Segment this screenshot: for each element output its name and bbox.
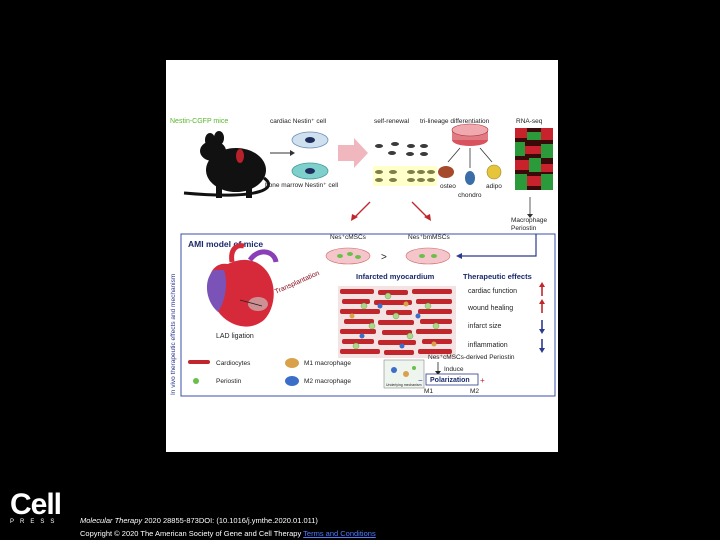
- culture-dish-icon: [451, 123, 489, 146]
- effect-arrows: [539, 282, 545, 353]
- terms-link[interactable]: Terms and Conditions: [303, 529, 376, 538]
- therapeutic-title: Therapeutic effects: [463, 272, 532, 281]
- ncmsc-dish: [325, 247, 371, 265]
- ami-title: AMI model of mice: [188, 239, 263, 249]
- periostin-label: Periostin: [511, 225, 537, 232]
- derived-periostin-label: Nes⁺cMSCs-derived Periostin: [428, 354, 515, 361]
- effect-infarct-size: infarct size: [468, 323, 502, 330]
- osteo-label: osteo: [440, 183, 456, 190]
- bm-cell-label: bone marrow Nestin⁺ cell: [265, 182, 339, 189]
- macrophage-label: Macrophage: [511, 217, 548, 224]
- plus-sign: +: [480, 376, 485, 385]
- m1-label: M1: [424, 388, 433, 395]
- legend: Cardiocytes M1 macrophage Periostin M2 m…: [188, 358, 351, 386]
- in-vivo-side-label: In vivo therapeutic effects and mechanis…: [170, 274, 177, 395]
- legend-m2: M2 macrophage: [304, 378, 351, 385]
- effects-list: cardiac function wound healing infarct s…: [467, 288, 517, 349]
- adipo-cell-icon: [486, 164, 502, 180]
- polarization-label: Polarization: [430, 377, 470, 384]
- transplantation-label: Transplantation: [274, 270, 321, 296]
- culture-arrow: [338, 138, 368, 168]
- nbmmsc-dish: [405, 247, 451, 265]
- cardiac-cell-label: cardiac Nestin⁺ cell: [270, 118, 327, 125]
- effect-inflammation: inflammation: [468, 342, 508, 349]
- chondro-label: chondro: [458, 192, 482, 199]
- copyright-text: Copyright © 2020 The American Society of…: [80, 529, 304, 538]
- polarization-box: [425, 373, 479, 386]
- legend-m1: M1 macrophage: [304, 360, 351, 367]
- self-renewal-label: self-renewal: [374, 118, 410, 125]
- ncmsc-label: Nes⁺cMSCs: [330, 234, 367, 241]
- chondro-cell-icon: [465, 171, 475, 185]
- legend-cardiocytes: Cardiocytes: [216, 360, 251, 367]
- m2-label: M2: [470, 388, 479, 395]
- trilineage-label: tri-lineage differentiation: [420, 118, 490, 125]
- osteo-cell-icon: [438, 166, 454, 178]
- journal-name: Molecular Therapy: [80, 516, 143, 525]
- heart-illustration: [206, 243, 279, 327]
- adipo-label: adipo: [486, 183, 502, 190]
- citation-line: Molecular Therapy 2020 28855-873DOI: (10…: [80, 514, 376, 527]
- copyright-line: Copyright © 2020 The American Society of…: [80, 527, 376, 540]
- rnaseq-label: RNA-seq: [516, 118, 543, 125]
- mechanism-inset: Underlying mechanism: [383, 359, 425, 389]
- source-mice-label: Nestin-CGFP mice: [170, 118, 228, 125]
- compare-sign: >: [381, 252, 387, 263]
- cell-press-logo: Cell: [10, 488, 62, 521]
- nbmmsc-label: Nes⁺bmMSCs: [408, 234, 450, 241]
- effect-wound-healing: wound healing: [467, 305, 513, 312]
- effect-cardiac-function: cardiac function: [468, 288, 517, 295]
- myocardium-tissue: [338, 286, 456, 358]
- in-vivo-panel: [180, 233, 556, 397]
- self-renewal-colonies: [375, 142, 435, 182]
- bm-cell-icon: [291, 162, 329, 180]
- infarcted-label: Infarcted myocardium: [356, 272, 435, 281]
- cell-press-logo-sub: PRESS: [10, 519, 61, 525]
- minus-sign: −: [418, 376, 423, 385]
- induce-label: Induce: [444, 366, 464, 373]
- legend-periostin: Periostin: [216, 378, 242, 385]
- citation-ref: 2020 28855-873DOI: (10.1016/j.ymthe.2020…: [142, 516, 318, 525]
- mouse-illustration: [183, 131, 270, 198]
- cardiac-cell-icon: [291, 131, 329, 149]
- lad-label: LAD ligation: [216, 333, 254, 340]
- mechanism-label: Underlying mechanism: [386, 383, 422, 387]
- citation-block: Molecular Therapy 2020 28855-873DOI: (10…: [80, 514, 376, 540]
- graphical-abstract-figure: Nestin-CGFP mice cardiac Nestin⁺ cell bo…: [166, 60, 558, 452]
- rnaseq-heatmap: [515, 128, 553, 190]
